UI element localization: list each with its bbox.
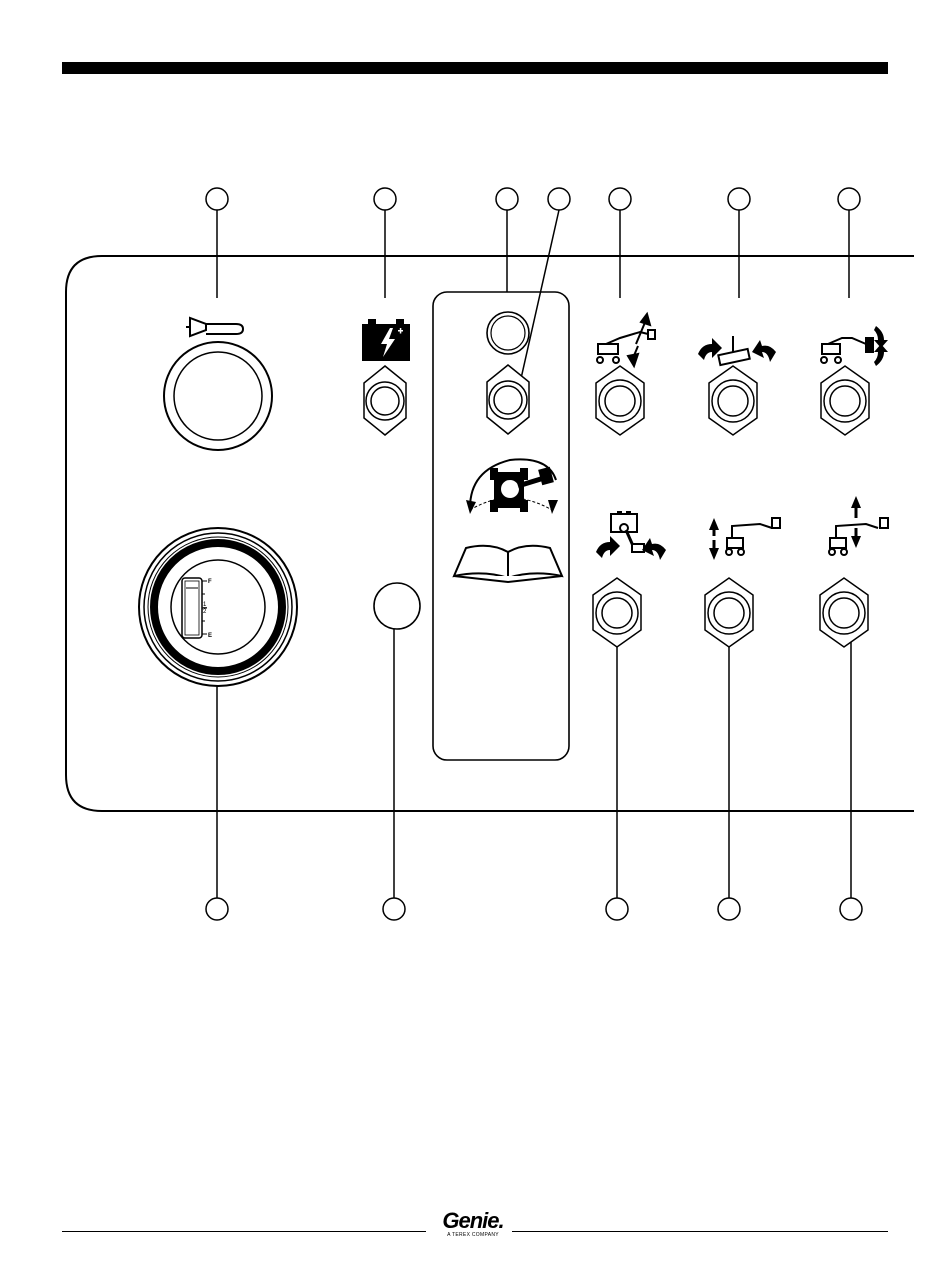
footer: Genie. A TEREX COMPANY: [62, 1208, 888, 1244]
manual-book-icon: [454, 546, 562, 582]
callout-circle: [838, 188, 860, 210]
callout-circle: [374, 188, 396, 210]
turntable-rotate-icon: [596, 511, 666, 560]
fuel-empty-label: E: [208, 633, 212, 639]
hex-switch-primary-boom[interactable]: [705, 578, 753, 647]
fuel-gauge: F 1 2 E: [139, 528, 297, 686]
callout-circle: [840, 898, 862, 920]
callout-circle: [728, 188, 750, 210]
logo-subtext: A TEREX COMPANY: [440, 1232, 506, 1238]
logo-wordmark: Genie.: [440, 1210, 506, 1232]
horn-icon: [186, 318, 243, 336]
hex-switch-platform-rotate[interactable]: [709, 366, 757, 435]
hex-switch-boom-extend[interactable]: [820, 578, 868, 647]
instruction-decal: [433, 292, 569, 760]
round-push-button[interactable]: [374, 583, 420, 629]
callout-circle: [496, 188, 518, 210]
hex-switch-boom-up-down[interactable]: [596, 366, 644, 435]
primary-boom-icon: [709, 518, 780, 560]
callout-circle: [206, 898, 228, 920]
indicator-light: [487, 312, 529, 354]
horn-button[interactable]: [164, 342, 272, 450]
bottom-callouts: [206, 628, 862, 920]
battery-icon: [362, 319, 410, 361]
callout-circle: [383, 898, 405, 920]
platform-rotate-icon: [698, 336, 776, 365]
hex-switch-turntable-rotate[interactable]: [593, 578, 641, 647]
hex-switch-drive-enable[interactable]: [487, 365, 529, 434]
boom-up-down-icon: [597, 314, 655, 366]
callout-circle: [548, 188, 570, 210]
callout-circle: [609, 188, 631, 210]
footer-rule-right: [512, 1231, 888, 1232]
drive-orientation-icon: [466, 459, 558, 514]
boom-extend-icon: [829, 496, 888, 555]
genie-logo: Genie. A TEREX COMPANY: [440, 1210, 506, 1238]
callout-circle: [718, 898, 740, 920]
hex-switch-jib-up-down[interactable]: [821, 366, 869, 435]
header-bar: [62, 62, 888, 74]
jib-rotate-icon: [821, 326, 888, 366]
callout-circle: [606, 898, 628, 920]
hex-switch-battery[interactable]: [364, 366, 406, 435]
callout-circle: [206, 188, 228, 210]
footer-rule-left: [62, 1231, 426, 1232]
fuel-full-label: F: [208, 579, 212, 585]
